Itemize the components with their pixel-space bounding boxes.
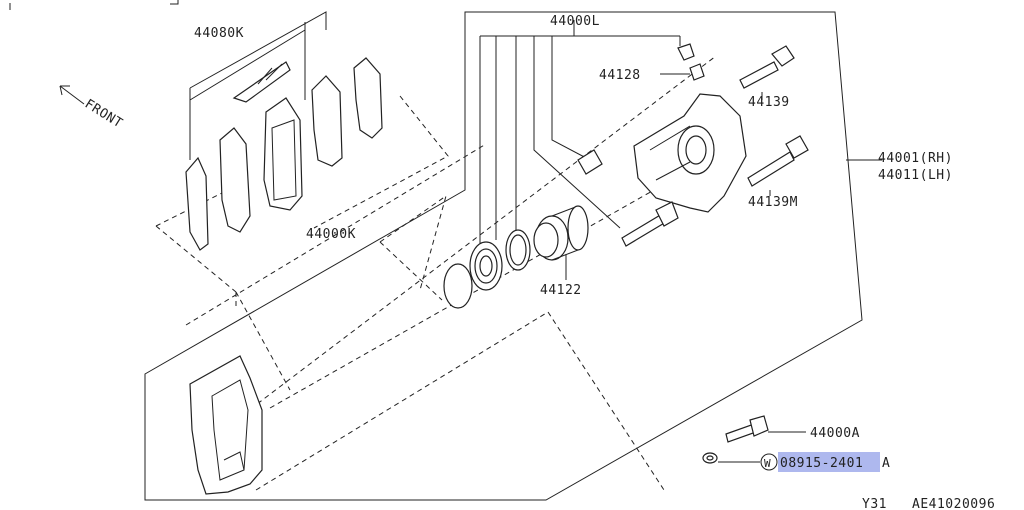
- front-label: FRONT: [82, 97, 125, 132]
- washer-part-highlight: [778, 452, 880, 472]
- brake-pad-right-2: [353, 57, 383, 139]
- front-arrow-icon: [59, 85, 85, 105]
- washer: [702, 452, 718, 464]
- piston: [533, 205, 589, 261]
- caliper-assembly-frame: [144, 11, 863, 501]
- caliper-support-bracket: [189, 355, 263, 495]
- footer-code-right: AE41020096: [912, 497, 995, 510]
- bleeder-screw: [677, 43, 705, 81]
- guide-pin-upper: [739, 45, 795, 89]
- label-44080K[interactable]: 44080K: [194, 26, 244, 41]
- brake-pad-inner: [263, 97, 303, 211]
- support-bolt: [725, 415, 769, 443]
- caliper-body: [633, 93, 747, 213]
- kit-44000L-leaders: [479, 35, 681, 250]
- pad-kit-frame-inner: [189, 22, 306, 101]
- label-44128[interactable]: 44128: [599, 68, 641, 83]
- label-washer-suffix: A: [882, 456, 890, 471]
- label-44139[interactable]: 44139: [748, 95, 790, 110]
- label-washer-code: W: [764, 457, 771, 470]
- pad-clip-spring: [232, 61, 291, 103]
- label-44122[interactable]: 44122: [540, 283, 582, 298]
- pad-kit-dashed-2: [185, 143, 487, 391]
- piston-ring: [443, 263, 473, 309]
- footer-code-left: Y31: [862, 497, 887, 510]
- label-44000L[interactable]: 44000L: [550, 14, 600, 29]
- label-08915-2401[interactable]: 08915-2401: [780, 456, 863, 471]
- label-44000A[interactable]: 44000A: [810, 426, 860, 441]
- label-44139M[interactable]: 44139M: [748, 195, 798, 210]
- brake-pad-outer-left: [185, 156, 209, 251]
- corner-bracket-right: [170, 0, 179, 5]
- guide-pin-boot-left: [577, 149, 603, 175]
- caliper-dashed-a: [379, 194, 447, 301]
- dust-boot: [469, 241, 503, 291]
- label-44011-lh[interactable]: 44011(LH): [878, 168, 953, 183]
- guide-pin-front: [621, 201, 679, 247]
- label-44000K[interactable]: 44000K: [306, 227, 356, 242]
- guide-pin-lower: [747, 135, 809, 187]
- brake-pad-shim: [219, 127, 251, 233]
- piston-seal: [505, 229, 531, 271]
- label-44001-rh[interactable]: 44001(RH): [878, 151, 953, 166]
- brake-pad-right-1: [311, 75, 343, 167]
- washer-code-marker: [760, 453, 778, 471]
